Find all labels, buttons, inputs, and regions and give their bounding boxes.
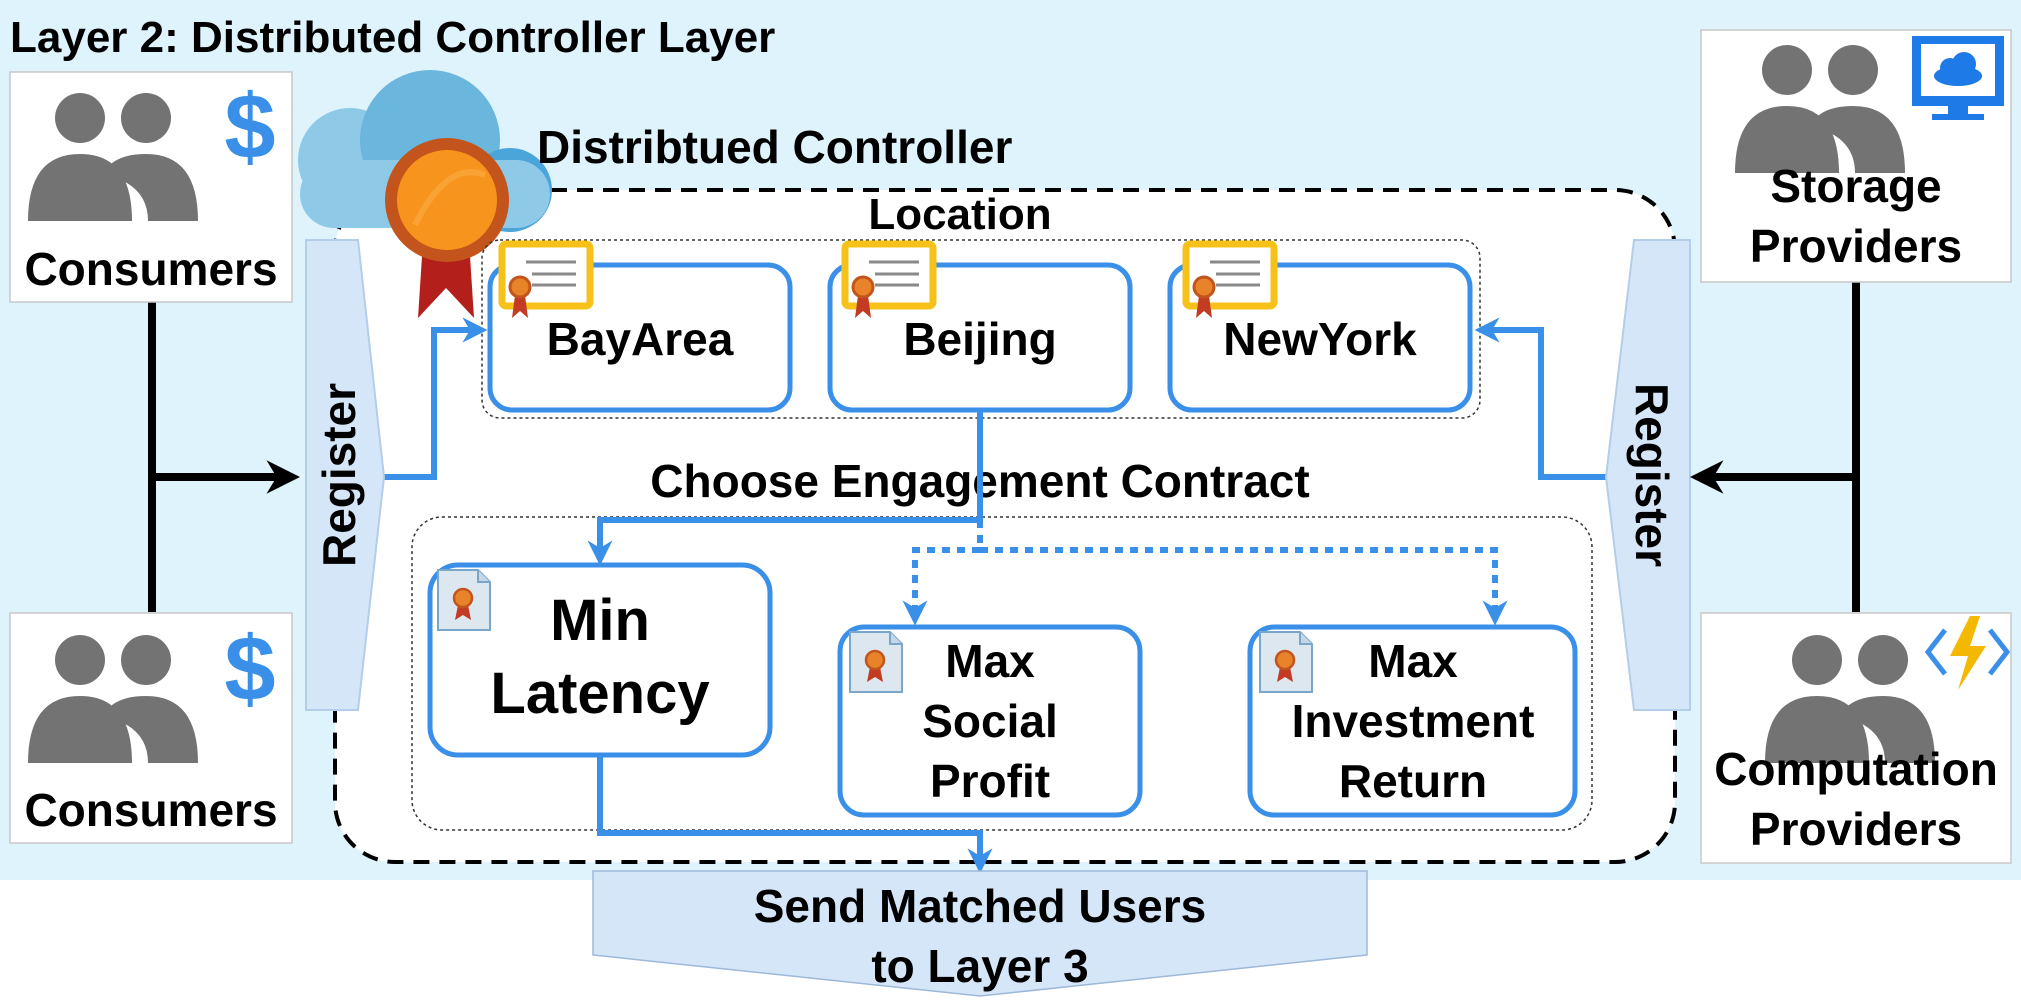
contract-doc-icon (848, 630, 904, 694)
register-to-location-arrow (384, 317, 488, 480)
storage-label-line: Providers (1750, 220, 1962, 272)
location-label: Beijing (903, 313, 1056, 365)
register-right: Register (1604, 239, 1691, 711)
register-label: Register (313, 383, 365, 567)
contract-doc-icon (436, 568, 492, 632)
contract-label-line: Investment (1292, 695, 1535, 747)
contract-label-line: Min (550, 588, 650, 653)
contract-max-social-profit[interactable]: Max Social Profit (837, 624, 1143, 818)
contract-max-investment-return[interactable]: Max Investment Return (1247, 624, 1578, 818)
consumers-label: Consumers (24, 784, 277, 836)
storage-providers[interactable]: Storage Providers (1700, 29, 2012, 283)
contract-label-line: Max (945, 635, 1035, 687)
contract-label-line: Latency (490, 661, 709, 726)
certificate-icon (845, 244, 933, 318)
register-left: Register (305, 239, 386, 711)
contract-label-line: Max (1368, 635, 1458, 687)
send-to-layer3-banner: Send Matched Users to Layer 3 (592, 870, 1368, 997)
output-label-line: to Layer 3 (871, 940, 1088, 992)
controller-title: Distribtued Controller (537, 121, 1012, 173)
dotted-contract-arrow (980, 547, 1508, 626)
location-header: Location (868, 190, 1051, 239)
location-label: NewYork (1223, 313, 1417, 365)
consumers-top[interactable]: $ Consumers (9, 71, 293, 303)
lightning-code-icon (1924, 616, 2011, 690)
computation-label-line: Computation (1714, 743, 1998, 795)
consumers-bottom[interactable]: $ Consumers (9, 612, 293, 844)
layer-title: Layer 2: Distributed Controller Layer (10, 13, 775, 62)
contract-label-line: Social (922, 695, 1058, 747)
storage-label-line: Storage (1770, 160, 1941, 212)
cloud-certificate-icon (298, 70, 552, 318)
register-to-location-arrow (1474, 317, 1606, 480)
monitor-cloud-icon (1912, 36, 2004, 120)
contract-doc-icon (1258, 630, 1314, 694)
contract-group (411, 516, 1593, 831)
contract-label-line: Return (1339, 755, 1487, 807)
dollar-icon: $ (224, 76, 275, 178)
location-label: BayArea (547, 313, 734, 365)
certificate-icon (502, 244, 590, 318)
min-latency-to-output-arrow (597, 757, 993, 874)
dotted-contract-arrow (902, 520, 983, 626)
consumers-label: Consumers (24, 243, 277, 295)
contract-min-latency[interactable]: Min Latency (427, 562, 773, 758)
certificate-icon (1186, 244, 1274, 318)
computation-providers[interactable]: Computation Providers (1700, 612, 2012, 864)
register-label: Register (1626, 383, 1678, 567)
contract-label-line: Profit (930, 755, 1050, 807)
computation-label-line: Providers (1750, 803, 1962, 855)
dollar-icon: $ (224, 618, 275, 720)
output-label-line: Send Matched Users (754, 880, 1206, 932)
beijing-to-min-latency-arrow (587, 410, 983, 566)
